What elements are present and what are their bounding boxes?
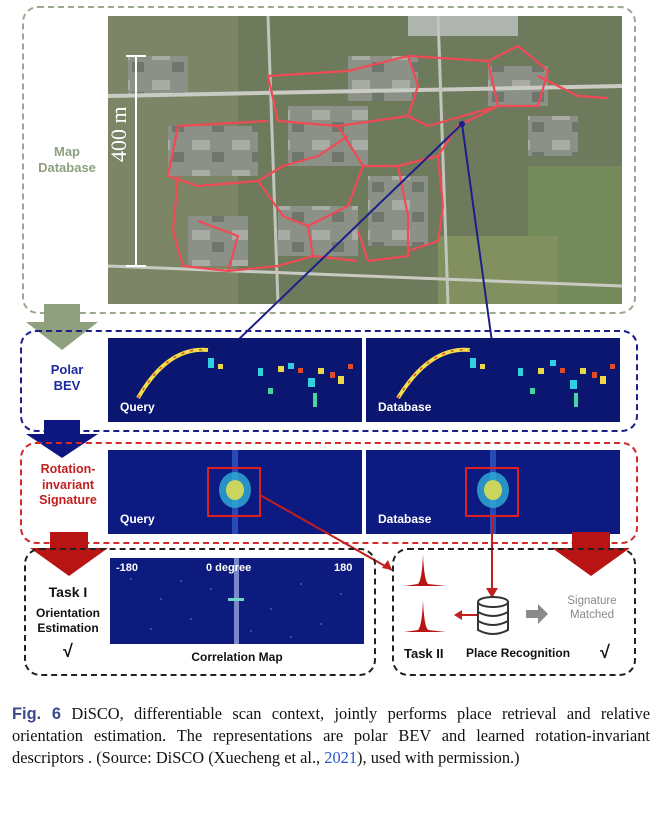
polar-database-panel: Database: [366, 338, 620, 422]
peak-icon-lower: [404, 600, 446, 632]
task1-line2: Orientation: [35, 605, 100, 620]
task2-check: √: [600, 642, 610, 662]
task2-name: Place Recognition: [466, 646, 571, 660]
polar-query-label: Query: [120, 400, 155, 414]
scale-label: 400 m: [108, 106, 131, 162]
task1-line3: Estimation: [37, 620, 99, 635]
database-icon: [477, 596, 509, 635]
red-down-arrow-left-icon: [30, 532, 108, 576]
tick-left: -180: [116, 562, 139, 574]
correlation-map-label: Correlation Map: [191, 650, 283, 664]
red-left-arrow-icon: [454, 610, 480, 620]
figure-number: Fig. 6: [12, 705, 62, 723]
signature-matched-label: Signature Matched: [567, 595, 617, 622]
task1-check: √: [63, 640, 73, 661]
signature-database-label: Database: [378, 512, 432, 526]
polar-query-panel: Query: [108, 338, 362, 422]
caption-text-end: ), used with permission.): [357, 748, 520, 767]
tick-right: 180: [334, 562, 353, 574]
task1-frame: [24, 548, 376, 676]
signature-query-panel: Query: [108, 450, 362, 534]
task2-title: Task II: [404, 646, 444, 661]
polar-bev-label: Polar BEV: [50, 362, 84, 394]
polar-database-label: Database: [378, 400, 432, 414]
tick-center: 0 degree: [206, 562, 252, 574]
signature-label: Rotation- invariant Signature: [39, 462, 97, 508]
signature-database-panel: Database: [366, 450, 620, 534]
polar-bev-frame: [20, 330, 638, 432]
red-down-arrow-right-icon: [552, 532, 630, 576]
task1-title: Task I: [48, 584, 88, 600]
correlation-map: -180 0 degree 180: [110, 558, 364, 644]
green-down-arrow-icon: [26, 304, 98, 350]
caption-text: DiSCO, differentiable scan context, join…: [12, 704, 650, 767]
task2-frame: [392, 548, 636, 676]
arrow-right-icon: [526, 604, 548, 624]
task1-label: Task I Orientation Estimation √: [26, 584, 110, 662]
map-database-label: Map Database: [38, 144, 96, 176]
satellite-map: 400 m: [108, 16, 622, 304]
citation-year-link[interactable]: 2021: [324, 748, 358, 767]
blue-down-arrow-icon: [26, 420, 98, 458]
figure-caption: Fig. 6 DiSCO, differentiable scan contex…: [12, 703, 650, 769]
peak-icon: [404, 554, 446, 586]
signature-query-label: Query: [120, 512, 155, 526]
